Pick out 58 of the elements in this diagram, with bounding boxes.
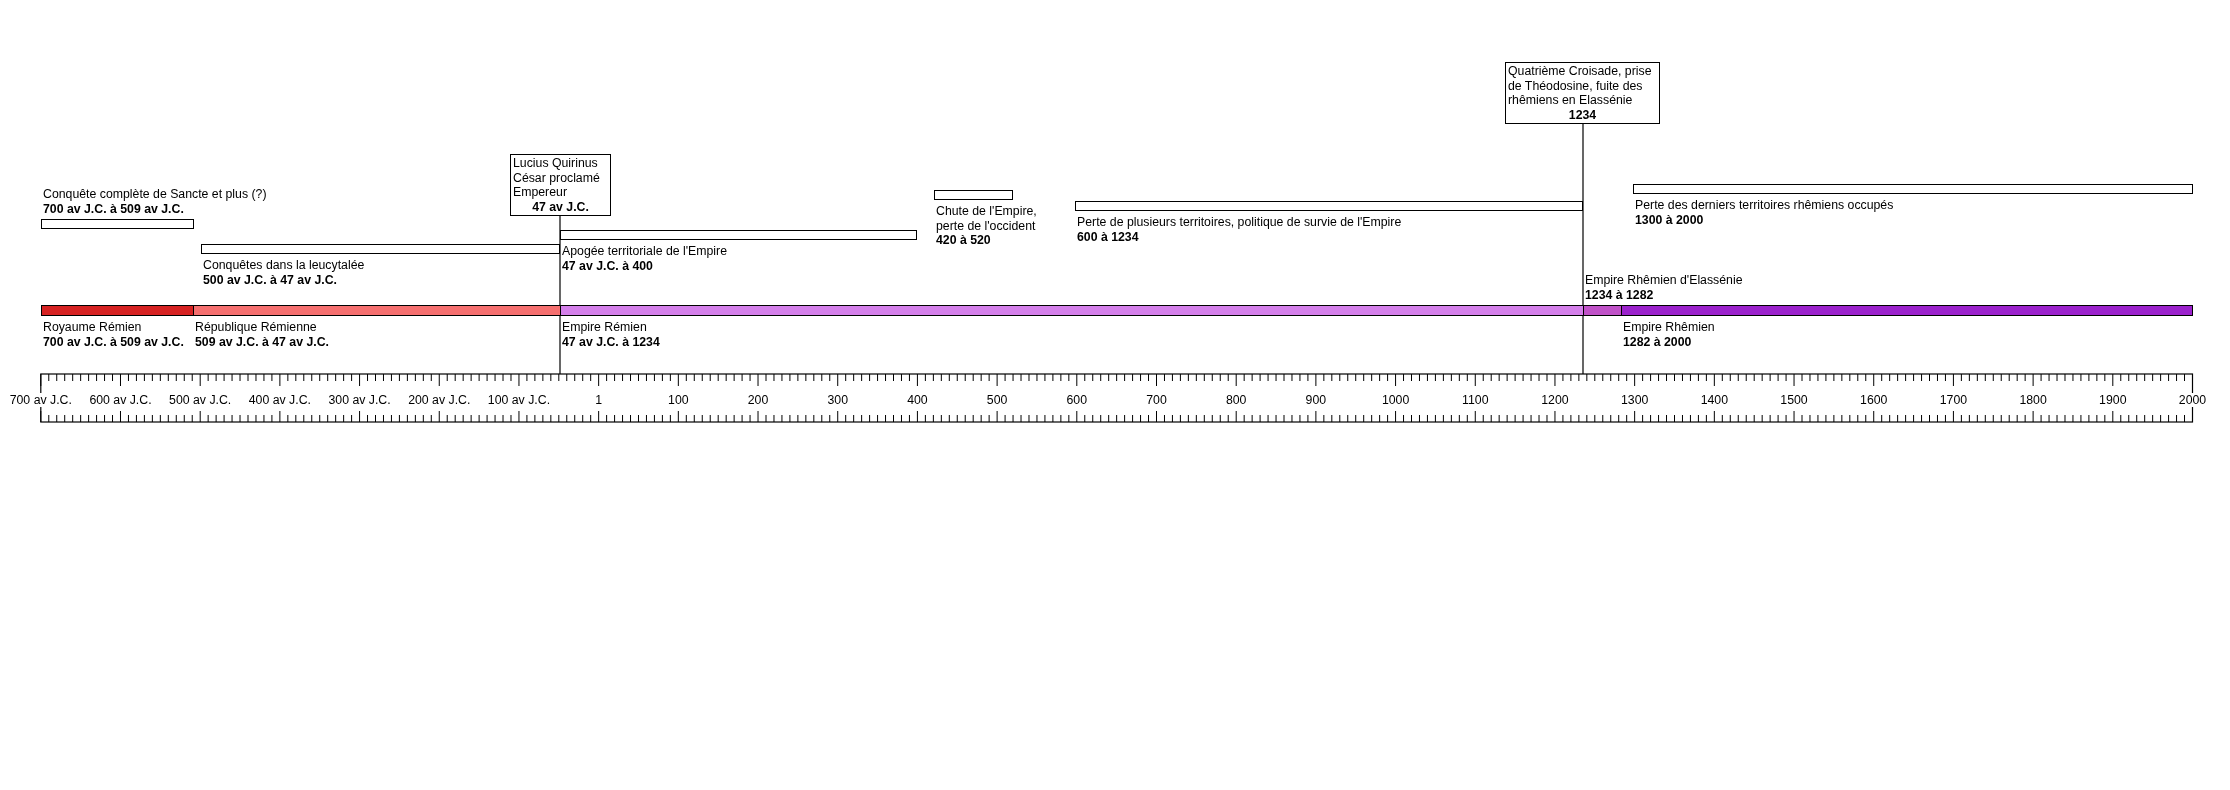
period-title: Chute de l'Empire, perte de l'occident <box>936 204 1038 233</box>
era-dates: 47 av J.C. à 1234 <box>562 334 660 349</box>
axis-tick-label: 300 <box>826 393 849 407</box>
axis-tick-label: 100 av J.C. <box>486 393 552 407</box>
axis-tick-label: 1200 <box>1540 393 1570 407</box>
axis-tick-label: 100 <box>667 393 690 407</box>
axis-tick-label: 500 av J.C. <box>168 393 233 407</box>
axis-tick-label: 1900 <box>2098 393 2128 407</box>
axis-tick-label: 200 <box>746 393 770 407</box>
axis-tick-label: 700 av J.C. <box>8 393 73 407</box>
leader-line <box>559 215 561 375</box>
period-dates: 47 av J.C. à 400 <box>562 258 653 273</box>
axis-tick-label: 200 av J.C. <box>407 393 472 407</box>
axis-tick-label: 1600 <box>1859 393 1889 407</box>
event-box <box>510 154 611 216</box>
period-dates: 500 av J.C. à 47 av J.C. <box>203 272 337 287</box>
era-name: Empire Rhêmien d'Elassénie <box>1585 273 1743 288</box>
event-title: Lucius Quirinus César proclamé Empereur <box>513 156 601 200</box>
axis-tick-label: 2000 <box>2177 393 2208 407</box>
axis-tick-label: 1800 <box>2018 393 2048 407</box>
era-name: République Rémienne <box>195 320 317 335</box>
era-name: Empire Rhêmien <box>1623 320 1715 335</box>
event-date: 1234 <box>1568 107 1597 122</box>
era-dates: 1282 à 2000 <box>1623 334 1692 349</box>
axis-tick-label: 1400 <box>1699 393 1729 407</box>
era-dates: 509 av J.C. à 47 av J.C. <box>195 334 329 349</box>
era-dates: 1234 à 1282 <box>1585 287 1654 302</box>
axis-tick-label: 400 <box>906 393 929 407</box>
axis-tick-label: 1100 <box>1461 393 1490 407</box>
leader-line <box>1582 123 1584 375</box>
period-title: Perte des derniers territoires rhêmiens occupés <box>1635 198 1894 213</box>
era-dates: 700 av J.C. à 509 av J.C. <box>43 334 184 349</box>
period-dates: 600 à 1234 <box>1077 229 1139 244</box>
axis-tick-label: 600 av J.C. <box>88 393 153 407</box>
axis-tick-label: 1300 <box>1619 393 1650 407</box>
period-title: Conquête complète de Sancte et plus (?) <box>43 187 267 202</box>
axis-tick-label: 1 <box>594 393 604 407</box>
axis-tick-label: 1000 <box>1380 393 1411 407</box>
event-date: 47 av J.C. <box>532 199 589 214</box>
axis-tick-label: 1500 <box>1779 393 1809 407</box>
period-title: Conquêtes dans la leucytalée <box>203 258 365 273</box>
period-dates: 700 av J.C. à 509 av J.C. <box>43 201 184 216</box>
era-name: Royaume Rémien <box>43 320 142 335</box>
axis-tick-label: 1700 <box>1938 393 1969 407</box>
axis-tick-label: 300 av J.C. <box>327 393 392 407</box>
axis-tick-label: 600 <box>1065 393 1089 407</box>
axis-tick-label: 700 <box>1145 393 1168 407</box>
period-dates: 420 à 520 <box>936 233 991 248</box>
period-dates: 1300 à 2000 <box>1635 212 1704 227</box>
axis-tick-label: 800 <box>1224 393 1248 407</box>
period-title: Perte de plusieurs territoires, politique de survie de l'Empire <box>1077 215 1402 230</box>
era-name: Empire Rémien <box>562 320 647 335</box>
event-title: Quatrième Croisade, prise de Théodosine, fuite des rhêmiens en Elassénie <box>1508 64 1653 108</box>
event-box <box>1505 62 1660 124</box>
axis-tick-label: 900 <box>1304 393 1328 407</box>
period-title: Apogée territoriale de l'Empire <box>562 244 728 259</box>
axis-tick-label: 500 <box>985 393 1009 407</box>
axis-tick-label: 400 av J.C. <box>247 393 312 407</box>
